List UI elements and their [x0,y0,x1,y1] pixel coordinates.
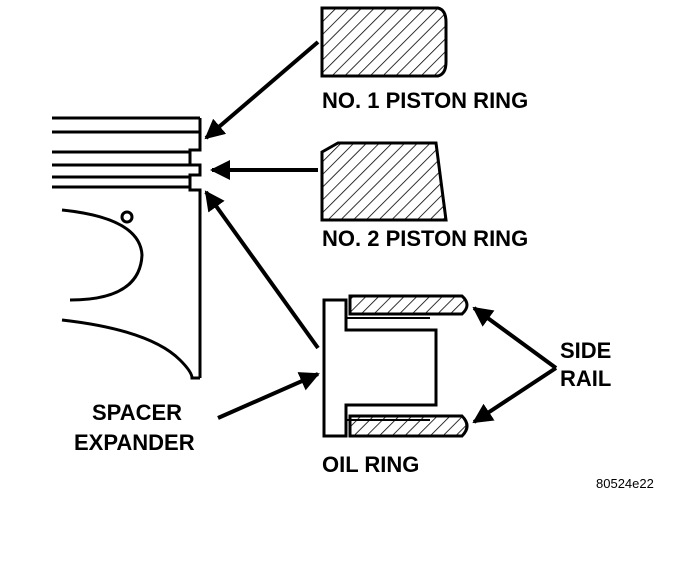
ring1-label: NO. 1 PISTON RING [322,88,528,113]
side-rail-label-line1: SIDE [560,338,611,363]
arrow-spacer-expander [217,372,320,420]
arrow-ring1 [204,40,320,140]
ring2-label: NO. 2 PISTON RING [322,226,528,251]
ring2-cross-section [320,141,448,222]
oil-ring-assembly [322,294,469,438]
ring1-cross-section [320,6,448,78]
arrow-side-rail-bottom [472,366,558,424]
spacer-expander-label-line2: EXPANDER [74,430,195,455]
side-rail-label-line2: RAIL [560,366,611,391]
arrow-side-rail-top [472,306,558,370]
arrows [204,40,558,424]
arrow-oil-ring [204,190,320,350]
oil-ring-label: OIL RING [322,452,419,477]
spacer-expander-label-line1: SPACER [92,400,182,425]
figure-code: 80524e22 [596,476,654,491]
piston-body [52,116,202,380]
